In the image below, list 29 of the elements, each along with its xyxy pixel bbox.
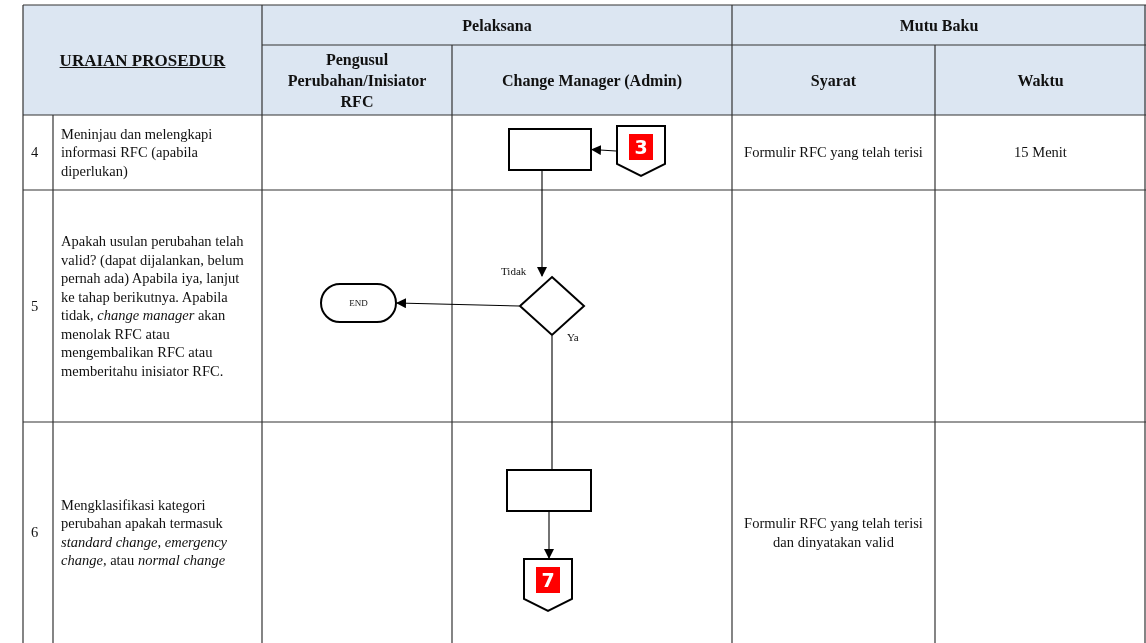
- arrow: [537, 170, 547, 277]
- arrow: [591, 145, 617, 156]
- column-header: Pelaksana: [462, 15, 532, 36]
- step-number: 4: [31, 143, 39, 162]
- arrow: [396, 298, 520, 309]
- table-title: URAIAN PROSEDUR: [59, 49, 226, 71]
- decision-diamond: [519, 276, 585, 336]
- column-header: Syarat: [810, 70, 857, 91]
- off-page-connector: 3: [616, 125, 666, 177]
- edge-label: Ya: [566, 331, 580, 344]
- edge-label: Tidak: [500, 265, 528, 278]
- step-number: 5: [31, 296, 39, 316]
- arrow: [544, 511, 554, 559]
- procedure-description: Apakah usulan perubahan telah valid? (dapat dijalankan, belum pernah ada) Apabila iya, lanjut ke tahap berikutnya. Apabila tidak, change manager akan menolak RFC atau mengembalikan RFC atau memberitahu inisiator RFC.: [61, 232, 245, 380]
- procedure-description: Mengklasifikasi kategori perubahan apakah termasuk standard change, emergency change, atau normal change: [61, 495, 229, 570]
- connector-line: [551, 335, 553, 470]
- table-cell-text: Formulir RFC yang telah terisi: [744, 143, 923, 162]
- process-box: [506, 469, 592, 512]
- column-header: Waktu: [1017, 70, 1064, 91]
- process-box: [508, 128, 592, 171]
- column-header: Pengusul Perubahan/Inisiator RFC: [286, 49, 428, 112]
- column-header: Change Manager (Admin): [501, 70, 683, 91]
- step-number: 6: [31, 523, 39, 542]
- column-header: Mutu Baku: [899, 15, 979, 36]
- procedure-description: Meninjau dan melengkapi informasi RFC (apabila diperlukan): [61, 124, 214, 181]
- table-cell-text: Formulir RFC yang telah terisi dan dinyatakan valid: [743, 514, 924, 551]
- table-cell-text: 15 Menit: [1014, 143, 1067, 162]
- terminator: END: [320, 283, 397, 323]
- off-page-connector: 7: [523, 558, 573, 612]
